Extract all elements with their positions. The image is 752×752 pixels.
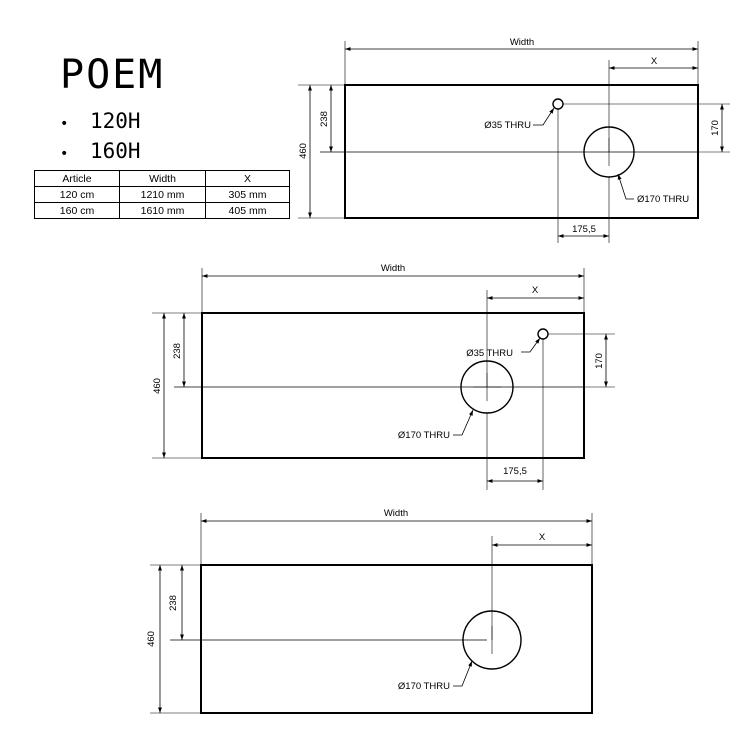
leader-line — [533, 107, 555, 126]
center-label: 238 — [168, 595, 179, 611]
sink-hole — [462, 610, 522, 670]
hole-offset-label: 175,5 — [503, 466, 527, 477]
small-hole-label: Ø35 THRU — [466, 348, 513, 359]
drawing-bottom — [150, 513, 593, 714]
drawing-top-labels: Width X 460 238 170 175,5 Ø35 THRU Ø170 … — [298, 37, 721, 235]
bullet-icon: • — [60, 116, 69, 132]
table-cell: 405 mm — [205, 202, 290, 219]
model-item: • 160H — [60, 136, 141, 166]
width-label: Width — [381, 263, 405, 274]
large-hole-label: Ø170 THRU — [398, 430, 450, 441]
drawing-top — [298, 41, 730, 243]
offset-label: 170 — [710, 120, 721, 136]
large-hole-label: Ø170 THRU — [637, 194, 689, 205]
x-label: X — [539, 532, 546, 543]
table-cell: 160 cm — [34, 202, 120, 219]
countertop-outline — [200, 564, 593, 714]
table-cell: 1210 mm — [119, 186, 206, 203]
leader-line — [521, 337, 541, 353]
drawing-middle-labels: Width X 460 238 170 175,5 Ø35 THRU Ø170 … — [152, 263, 605, 477]
table-header-row: Article Width X — [34, 170, 290, 187]
large-hole-label: Ø170 THRU — [398, 681, 450, 692]
depth-label: 460 — [146, 631, 157, 647]
tap-hole — [552, 98, 564, 110]
x-label: X — [532, 285, 539, 296]
model-list: • 120H • 160H — [60, 106, 141, 166]
width-label: Width — [510, 37, 534, 48]
depth-label: 460 — [152, 378, 163, 394]
countertop-outline — [344, 84, 699, 219]
leader-line — [453, 409, 474, 436]
leader-line — [617, 173, 634, 200]
hole-offset-label: 175,5 — [572, 224, 596, 235]
small-hole-label: Ø35 THRU — [484, 120, 531, 131]
offset-label: 170 — [594, 353, 605, 369]
drawing-bottom-labels: Width X 460 238 Ø170 THRU — [146, 508, 546, 692]
model-label: 120H — [90, 109, 141, 133]
spec-table: Article Width X 120 cm 1210 mm 305 mm 16… — [34, 170, 290, 219]
tap-hole — [537, 328, 549, 340]
table-row: 160 cm 1610 mm 405 mm — [34, 202, 290, 219]
model-label: 160H — [90, 139, 141, 163]
bullet-icon: • — [60, 146, 69, 162]
drawing-middle — [152, 268, 615, 490]
leader-line — [453, 660, 473, 687]
depth-label: 460 — [298, 143, 309, 159]
table-row: 120 cm 1210 mm 305 mm — [34, 186, 290, 203]
countertop-outline — [201, 312, 585, 459]
column-header-width: Width — [119, 170, 206, 187]
width-label: Width — [384, 508, 408, 519]
table-cell: 1610 mm — [119, 202, 206, 219]
center-label: 238 — [172, 343, 183, 359]
column-header-article: Article — [34, 170, 120, 187]
x-label: X — [651, 56, 658, 67]
model-item: • 120H — [60, 106, 141, 136]
center-label: 238 — [319, 111, 330, 127]
product-title: POEM — [60, 52, 165, 98]
